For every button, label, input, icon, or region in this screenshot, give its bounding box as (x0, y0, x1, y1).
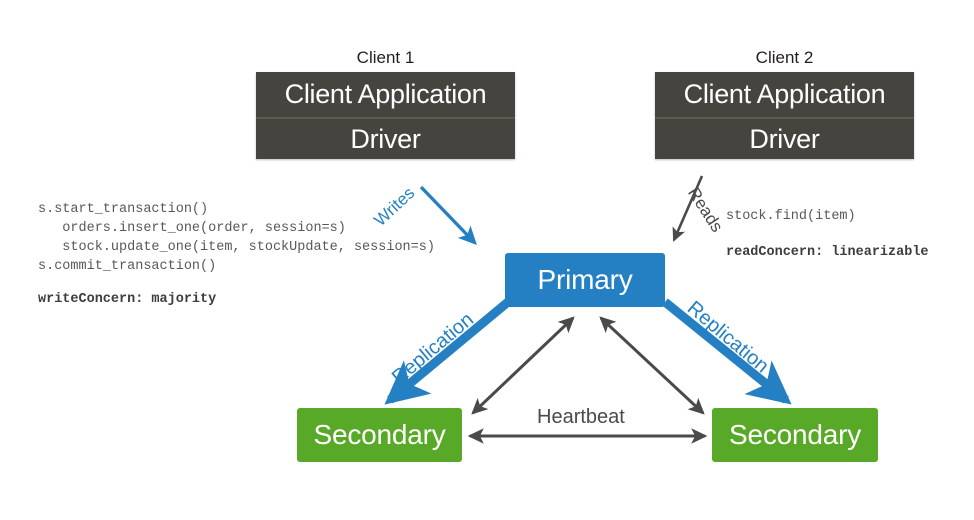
read-concern-text: readConcern: linearizable (726, 245, 929, 260)
heartbeat-label: Heartbeat (537, 406, 625, 428)
write-concern-text: writeConcern: majority (38, 292, 217, 307)
writes-arrow (419, 185, 477, 245)
heartbeat-arrow-primary-left (471, 316, 575, 415)
client-1-title: Client 1 (356, 48, 415, 67)
heartbeat-arrow-primary-right (599, 316, 705, 415)
client-2-box: Client Application Driver (655, 72, 914, 159)
client-2-driver-label: Driver (749, 123, 820, 154)
client-2-title: Client 2 (755, 48, 814, 67)
write-transaction-code: s.start_transaction() orders.insert_one(… (38, 202, 435, 274)
secondary-node-left[interactable]: Secondary (297, 408, 462, 462)
client-1-box: Client Application Driver (256, 72, 515, 159)
client-1-application-label: Client Application (256, 72, 515, 119)
primary-node[interactable]: Primary (505, 253, 665, 307)
client-2-application-label: Client Application (655, 72, 914, 119)
read-query-code: stock.find(item) (726, 209, 856, 224)
secondary-node-right[interactable]: Secondary (712, 408, 878, 462)
reads-arrow (672, 175, 704, 242)
client-1-driver-label: Driver (350, 123, 421, 154)
